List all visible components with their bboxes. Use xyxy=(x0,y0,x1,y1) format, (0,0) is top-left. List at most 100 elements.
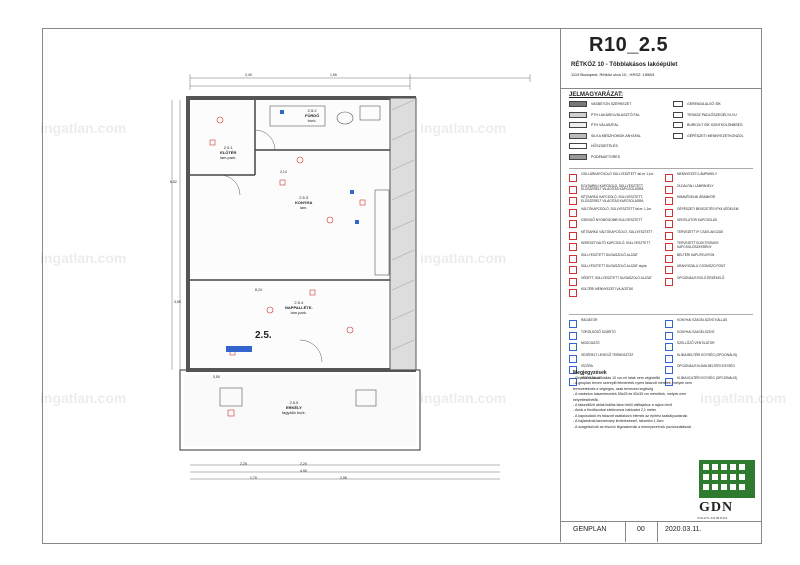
legend-swatch xyxy=(569,153,587,160)
note-line: - A hajlatoknál tanúsítvány kivitelezéss… xyxy=(573,419,664,424)
revision: 00 xyxy=(637,526,645,533)
project-name: RÉTKÖZ 10 - Többlakásos lakóépület xyxy=(571,62,678,68)
mechanical-legend-item: VÍZÓRA xyxy=(569,364,659,377)
logo-name: GDN xyxy=(699,500,734,515)
watermark: ingatlan.com xyxy=(420,120,507,136)
notes-title: Megjegyzések xyxy=(573,370,607,376)
mechanical-legend-item: RADIÁTOR xyxy=(569,318,659,331)
note-line: helyettesíthetők. xyxy=(573,397,600,402)
mechanical-legend-item: VÍZÓ KÁLLAS xyxy=(569,376,659,389)
note-line: - A kapcsolódó és falazott csatlakozó el… xyxy=(573,413,688,418)
watermark: ingatlan.com xyxy=(420,250,507,266)
legend-symbol-icon xyxy=(665,197,673,205)
watermark: ingatlan.com xyxy=(40,250,127,266)
drawing-code: R10_2.5 xyxy=(589,34,669,56)
legend-symbol-icon xyxy=(569,277,577,286)
note-line: - A vasbeton falszerkezetek 55x25 és 50x… xyxy=(573,392,687,397)
electrical-legend-item: VÉDETT, SÜLLYESZTETT DUGASZOLÓ ALJZAT xyxy=(569,276,659,289)
legend-symbol-icon xyxy=(569,197,577,205)
dim-label: 3,55 xyxy=(174,300,181,304)
legend-symbol-icon xyxy=(665,254,673,263)
note-line: - A geoplan terven szereplő felméretek n… xyxy=(573,381,693,386)
legend-symbol-icon xyxy=(665,208,673,217)
legend-symbol-icon xyxy=(665,331,673,340)
electrical-legend-item: KÜLTÉRI MENNYEZETI VILÁGÍTÁS xyxy=(569,287,659,300)
building-icon xyxy=(699,460,755,498)
electrical-legend-item: HIBAVÉDELMI ÁRAMKÖR xyxy=(665,195,753,208)
legend-symbol-icon xyxy=(665,185,673,194)
legend-symbol-icon xyxy=(665,343,673,351)
electrical-legend-item: TERVEZETT IP CSATLAKOZÁS xyxy=(665,230,753,243)
note-line: - Anúk a fürdőszobai elektromos hálózato… xyxy=(573,408,657,413)
legend-swatch xyxy=(673,122,683,129)
legend-symbol-icon xyxy=(569,320,577,328)
electrical-legend-item: SÜLLYESZTETT DUGASZOLÓ ALJZAT xyxy=(569,253,659,266)
dim-label: 2,25 xyxy=(240,462,247,466)
floor-plan xyxy=(171,74,531,480)
legend-swatch xyxy=(569,122,587,129)
notes-section: Megjegyzések - Gépészeti akna kiállás 10… xyxy=(573,370,749,430)
note-line: tervezeteknek a végleges, csak tervezési… xyxy=(573,386,654,391)
legend-symbol-icon xyxy=(569,343,577,351)
dim-label: 1,55 xyxy=(330,73,337,77)
dim-label: 2,40 xyxy=(245,73,252,77)
legend-material-item: HŐSZIGETELÉS xyxy=(569,143,665,150)
legend-symbol-icon xyxy=(569,220,577,228)
legend-symbol-icon xyxy=(569,377,577,386)
mechanical-legend-item: VEZÉRELT LEVEGŐ TERMOSZTÁT xyxy=(569,353,659,366)
legend-material-item: SILKA MÉSZHOMOK ANYAFAL xyxy=(569,132,665,139)
mechanical-legend-item: TÖRÖLKÖZŐ SZÁRÍTÓ xyxy=(569,330,659,343)
electrical-legend-item: KÉTSARKÚ KAPCSOLÓ, SÜLLYESZTETT, ELŐSZER… xyxy=(569,195,659,208)
legend-symbol-icon xyxy=(569,354,577,363)
legend-symbol-icon xyxy=(665,277,673,286)
dim-label: 2,20 xyxy=(300,462,307,466)
mechanical-legend-item: OPCIONÁLIS KLÍMA BELTÉRI EGYSÉG xyxy=(665,364,753,377)
legend-symbol-icon xyxy=(569,174,577,182)
legend-symbol-icon xyxy=(569,366,577,374)
mechanical-legend-item: KLÍMA KÜLTÉRI EGYSÉG (OPCIONÁLIS) xyxy=(665,376,753,389)
electrical-legend-item: SÜLLYESZTETT DUGASZOLÓ ALJZAT dupla xyxy=(569,264,659,277)
electrical-legend-item: CSENGŐ NYOMÓGOMB SÜLLYESZTETT xyxy=(569,218,659,231)
legend-symbol-icon xyxy=(569,185,577,194)
dim-label: 6,52 xyxy=(170,180,177,184)
legend-material-item: GÉPÉSZETI MENNYEZETKONZOL xyxy=(673,132,753,139)
legend-symbol-icon xyxy=(569,231,577,240)
drawing-date: 2020.03.11. xyxy=(665,526,702,533)
title-footer: GENPLAN 00 2020.03.11. xyxy=(561,521,761,542)
legend-symbol-icon xyxy=(665,174,673,182)
mechanical-legend-item: SZELLŐZŐ VENTILÁTOR xyxy=(665,341,753,354)
note-line: - Gépészeti akna kiállás 10 cm-rel falak… xyxy=(573,376,661,380)
legend-swatch xyxy=(569,101,587,107)
legend-swatch xyxy=(569,143,587,150)
legend-symbol-icon xyxy=(665,266,673,274)
electrical-legend-item: GÉPÉSZETI BEVEZETÉS IPX4 VÉDELEM xyxy=(665,207,753,220)
electrical-legend-item: VÁLTÓKAPCSOLÓ, SÜLLYESZTETT fal.m: 1,1m xyxy=(569,207,659,220)
legend-symbol-icon xyxy=(665,320,673,328)
legend-symbol-icon xyxy=(569,243,577,251)
legend-swatch xyxy=(569,111,587,118)
legend-material-item: BURKOLT SÍK SZINTKÜLÖNBSÉG xyxy=(673,122,753,129)
logo-subtitle: INGATLANIRODA xyxy=(697,516,728,520)
legend-swatch xyxy=(673,132,683,139)
legend-symbol-icon xyxy=(569,331,577,340)
legend-title: JELMAGYARÁZAT: xyxy=(569,92,624,98)
mechanical-legend-item: KONYHAI SZAGELSZÍVÓ xyxy=(665,330,753,343)
legend-material-item: GERENDA ALSÓ SÍK xyxy=(673,101,753,107)
legend-material-item: VASBETON SZERKEZET xyxy=(569,101,665,107)
legend-material-item: PTH VÁLASZFAL xyxy=(569,122,665,129)
legend-symbol-icon xyxy=(665,231,673,240)
electrical-legend-item: OPCIONÁLIS ROLÓ ÉRZÉKELŐ xyxy=(665,276,753,289)
dim-label: 8,24 xyxy=(255,288,262,292)
electrical-legend-item: VENTILÁTOR KAPCSOLÁS xyxy=(665,218,753,231)
watermark: ingatlan.com xyxy=(40,390,127,406)
electrical-legend-item: MENNYEZETI LÁMPAHELY xyxy=(665,172,753,185)
legend-symbol-icon xyxy=(665,243,673,251)
watermark: ingatlan.com xyxy=(700,390,787,406)
electrical-legend: CSILLÁRKAPCSOLÓ SÜLLYESZTETT fal.m: 1,1m… xyxy=(569,168,753,313)
